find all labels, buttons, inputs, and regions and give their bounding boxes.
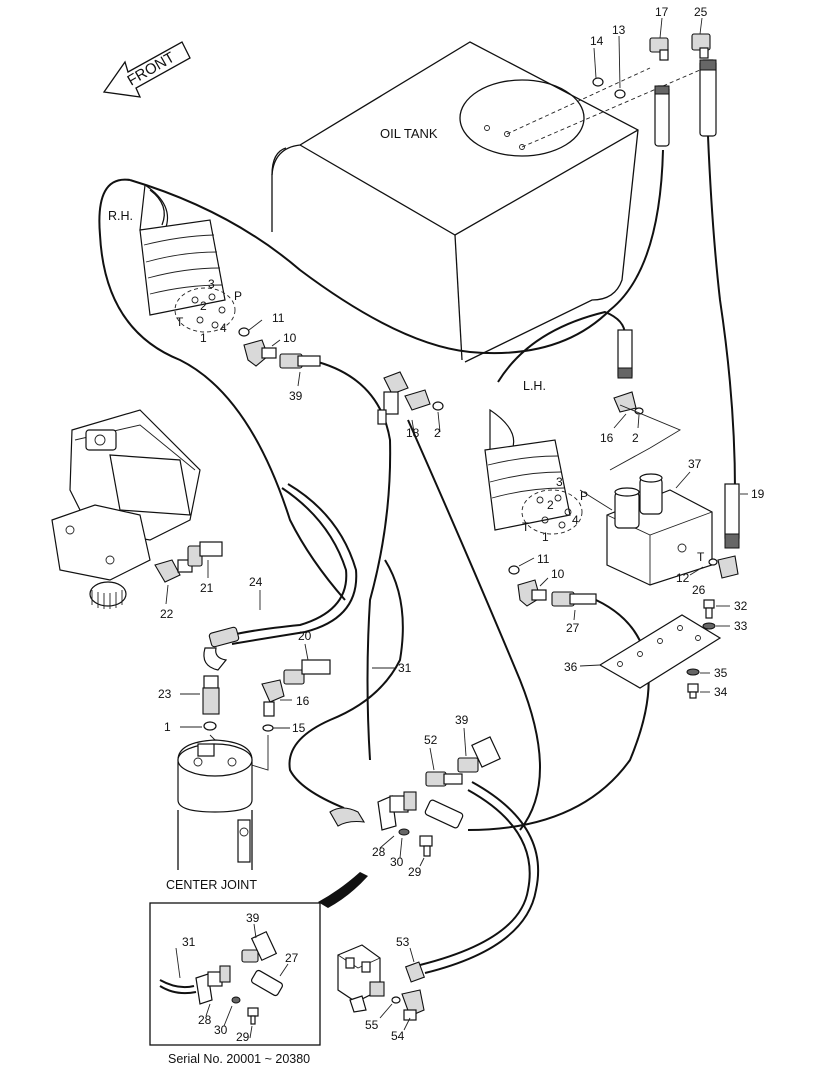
- lh-port-3: 3: [556, 475, 563, 489]
- callout-23: 23: [158, 687, 172, 701]
- callout-12: 12: [676, 571, 690, 585]
- callout-28: 28: [372, 845, 386, 859]
- callout-19: 19: [751, 487, 765, 501]
- callout-2-center: 2: [434, 426, 441, 440]
- lh-label: L.H.: [523, 379, 546, 393]
- center-tee-fittings: 18 2: [377, 371, 444, 440]
- callout-30: 30: [390, 855, 404, 869]
- rh-port-4: 4: [220, 321, 227, 335]
- callout-11-rh: 11: [272, 311, 285, 325]
- rh-port-T: T: [176, 315, 184, 329]
- callout-26: 26: [692, 583, 706, 597]
- callout-34: 34: [714, 685, 728, 699]
- callout-21: 21: [200, 581, 214, 595]
- inset-callout-29: 29: [236, 1030, 250, 1044]
- oil-tank-label: OIL TANK: [380, 126, 438, 141]
- lh-port-1: 1: [542, 530, 549, 544]
- rh-port-1: 1: [200, 331, 207, 345]
- callout-39-rh: 39: [289, 389, 303, 403]
- rh-port-3: 3: [208, 277, 215, 291]
- center-joint-label: CENTER JOINT: [166, 878, 257, 892]
- callout-16-lh: 16: [600, 431, 614, 445]
- callout-24: 24: [249, 575, 263, 589]
- inset-callout-28: 28: [198, 1013, 212, 1027]
- inset-callout-31: 31: [182, 935, 196, 949]
- bracket-plate-36: 36 32 33 35 34: [564, 599, 748, 699]
- callout-35: 35: [714, 666, 728, 680]
- callout-10-rh: 10: [283, 331, 297, 345]
- callout-32: 32: [734, 599, 748, 613]
- callout-53: 53: [396, 935, 410, 949]
- callout-20: 20: [298, 629, 312, 643]
- callout-54: 54: [391, 1029, 405, 1043]
- callout-29: 29: [408, 865, 422, 879]
- callout-22: 22: [160, 607, 174, 621]
- lh-port-2: 2: [547, 498, 554, 512]
- callout-17: 17: [655, 5, 669, 19]
- inset-callout-39: 39: [246, 911, 260, 925]
- inset-callout-27: 27: [285, 951, 299, 965]
- callout-11-lh: 11: [537, 552, 550, 566]
- callout-18: 18: [406, 426, 420, 440]
- callout-1: 1: [164, 720, 171, 734]
- lh-pilot-valve: L.H. 3 2 P T 4 1 11 10 27: [484, 379, 597, 635]
- tank-return-fittings: 14 13 17 25: [590, 5, 717, 147]
- callout-10-lh: 10: [551, 567, 565, 581]
- callout-13: 13: [612, 23, 626, 37]
- swing-motor: 21 22: [51, 409, 223, 621]
- center-joint: 23 1 16 15 20 CENTER JOINT: [158, 629, 331, 892]
- rh-port-2: 2: [200, 299, 207, 313]
- oil-tank: OIL TANK: [271, 41, 701, 363]
- callout-36: 36: [564, 660, 578, 674]
- callout-15: 15: [292, 721, 306, 735]
- rh-label: R.H.: [108, 209, 133, 223]
- callout-14: 14: [590, 34, 604, 48]
- rh-port-P: P: [234, 289, 242, 303]
- lower-fitting-cluster: 31 52 39 28 30 29: [329, 661, 501, 879]
- callout-33: 33: [734, 619, 748, 633]
- callout-16-joint: 16: [296, 694, 310, 708]
- callout-31: 31: [398, 661, 412, 675]
- callout-39-lower: 39: [455, 713, 469, 727]
- lh-port-P: P: [580, 489, 588, 503]
- rh-pilot-valve: R.H. 3 2 P T 4 1 11 10 39: [108, 183, 321, 403]
- hose-24: 24: [203, 483, 358, 671]
- lh-return-fittings: 16 2: [600, 329, 644, 445]
- lh-port-T: T: [522, 520, 530, 534]
- inset-pointer: [318, 872, 368, 908]
- block-port-T: T: [697, 550, 705, 564]
- lh-port-4: 4: [572, 513, 579, 527]
- callout-27: 27: [566, 621, 580, 635]
- bottom-valve-53: 53 55 54: [337, 935, 426, 1043]
- front-arrow: FRONT: [102, 41, 191, 98]
- callout-55: 55: [365, 1018, 379, 1032]
- inset-callout-30: 30: [214, 1023, 228, 1037]
- callout-52: 52: [424, 733, 438, 747]
- serial-inset: 39 31 27 28 30 29 Serial No. 20001 ~ 203…: [149, 902, 321, 1066]
- callout-25: 25: [694, 5, 708, 19]
- valve-block-37: 37 T 12 26 19: [579, 404, 765, 597]
- callout-2-lh: 2: [632, 431, 639, 445]
- serial-number-label: Serial No. 20001 ~ 20380: [168, 1052, 310, 1066]
- callout-37: 37: [688, 457, 702, 471]
- hose-routes: [98, 135, 736, 974]
